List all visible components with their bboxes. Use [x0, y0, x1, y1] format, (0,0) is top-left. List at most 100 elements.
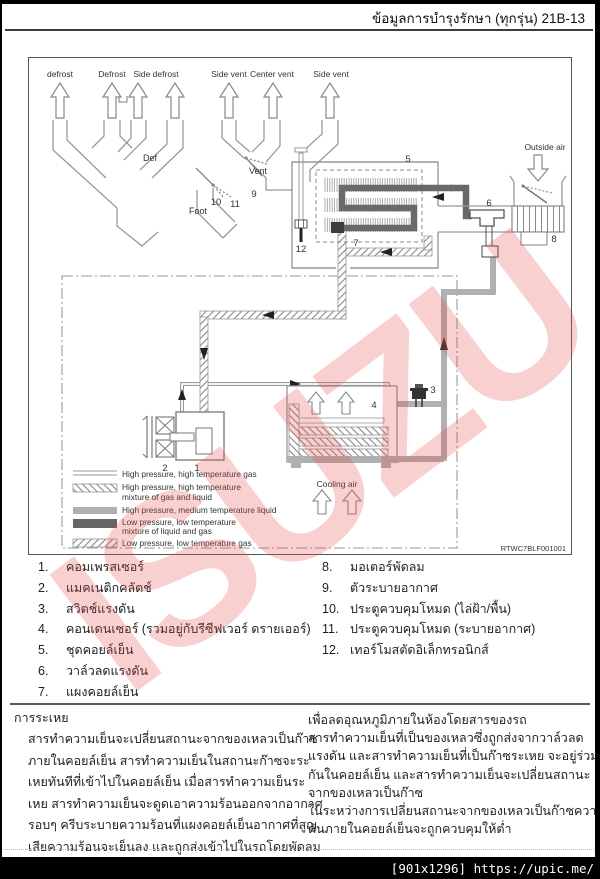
vent-label: Defrost	[98, 69, 126, 79]
section-heading: การระเหย	[14, 711, 69, 725]
list-item: 12.เทอร์โมสตัดอิเล็กทรอนิกส์	[322, 640, 588, 661]
part-label: ตัวระบายอากาศ	[350, 580, 438, 595]
paragraph-left: สารทำความเย็นจะเปลี่ยนสถานะจากของเหลวเป็…	[28, 729, 323, 859]
list-item: 7.แผงคอยล์เย็น	[38, 682, 322, 703]
page-title: ข้อมูลการบำรุงรักษา (ทุกรุ่น) 21B-13	[372, 11, 585, 26]
part-num: 2.	[38, 580, 49, 595]
list-item: 6.วาล์วลดแรงดัน	[38, 661, 322, 682]
header-rule	[5, 29, 593, 31]
arrow-up-icon	[101, 81, 122, 119]
hvac-diagram: defrost Defrost Side defrost Side vent C…	[47, 69, 567, 553]
part-label: มอเตอร์พัดลม	[350, 560, 425, 574]
text-line: เหยทันทีที่เข้าไปในคอยล์เย็น เมื่อสารทำค…	[28, 775, 306, 790]
part-number-9: 9	[251, 189, 256, 200]
part-label: สวิตช์แรงดัน	[66, 601, 135, 616]
receiver-drier	[288, 403, 299, 458]
text-line: จากของเหลวเป็นก๊าซ	[308, 785, 424, 800]
part-num: 10.	[322, 601, 340, 616]
parts-list-left: 1.คอมเพรสเซอร์ 2. แมคเนติกคลัตช์ 3. สวิตช์…	[38, 557, 322, 703]
part-number-7: 7	[353, 238, 358, 249]
cooling-air-label: Cooling air	[316, 479, 357, 489]
liquid-pipe	[396, 255, 496, 462]
arrow-up-icon	[164, 81, 185, 119]
thermostat	[294, 147, 307, 242]
low-pressure-mixture-pipe	[449, 184, 472, 219]
coil-end-fitting	[330, 221, 344, 233]
part-number-10: 10	[210, 197, 221, 208]
vent-duct-label: Vent	[248, 166, 267, 176]
legend-label: High pressure, high temperature gas	[122, 469, 257, 479]
airflow-arrow-icon	[341, 488, 362, 515]
list-item: 1.คอมเพรสเซอร์	[38, 557, 322, 578]
part-number-5: 5	[405, 154, 410, 165]
part-label: ประตูควบคุมโหมด (ระบายอากาศ)	[350, 622, 536, 637]
arrow-up-icon	[49, 81, 70, 119]
arrow-up-icon	[127, 81, 148, 119]
evaporator-dashed-box	[315, 169, 422, 242]
list-item: 4.คอนเดนเซอร์ (รวมอยู่กับรีซีฟเวอร์ ดราย…	[38, 619, 322, 640]
paragraph-right: เพื่อลดอุณหภูมิภายในห้องโดยสารของรถ สารท…	[308, 711, 600, 838]
flow-arrow-down-icon	[199, 347, 208, 360]
part-label: แผงคอยล์เย็น	[66, 684, 139, 699]
text-line: ดันภายในคอยล์เย็นจะถูกควบคุมให้ต่ำ	[308, 822, 512, 837]
vent-labels: defrost Defrost Side defrost Side vent C…	[47, 69, 349, 79]
thermostat-sensor	[294, 219, 307, 228]
part-label: แมคเนติกคลัตช์	[66, 580, 152, 595]
flow-arrow-left-icon	[379, 247, 392, 256]
damper-flap	[522, 184, 547, 204]
text-line: รอบๆ ครีบระบายความร้อนที่แผงคอยล์เย็นอาก…	[28, 818, 317, 833]
vent-label: Side vent	[211, 69, 247, 79]
legend-label: mixture of liquid and gas	[122, 526, 212, 536]
text-line: กันในคอยล์เย็น และสารทำความเย็นจะเปลี่ยน…	[308, 767, 591, 782]
part-num: 6.	[38, 663, 49, 678]
list-item: 8.มอเตอร์พัดลม	[322, 557, 588, 578]
part-number-1: 1	[194, 463, 199, 474]
list-item: 11. ประตูควบคุมโหมด (ระบายอากาศ)	[322, 619, 588, 640]
text-line: สารทำความเย็นจะเปลี่ยนสถานะจากของเหลวเป็…	[28, 732, 318, 746]
list-item: 10.ประตูควบคุมโหมด (ไล่ฝ้า/พื้น)	[322, 599, 588, 620]
vent-label: Side vent	[313, 69, 349, 79]
text-line: แรงดัน และสารทำความเย็นที่เป็นก๊าซระเหย …	[308, 749, 599, 764]
section-divider	[10, 703, 590, 705]
vent-duct-lines	[51, 95, 339, 247]
part-number-3: 3	[430, 385, 435, 396]
footer-caption: [901x1296] https://upic.me/	[390, 860, 594, 876]
legend-swatch-hatch-forward	[72, 483, 117, 492]
part-num: 3.	[38, 601, 49, 616]
page-bottom-edge	[0, 849, 600, 850]
compressor	[142, 410, 225, 461]
vent-label: Center vent	[250, 69, 295, 79]
airflow-arrow-icon	[311, 488, 332, 515]
airflow-arrow-icon	[306, 390, 325, 415]
suction-pipe	[199, 230, 432, 414]
arrow-up-icon	[218, 81, 239, 119]
flow-arrow-left-icon	[431, 192, 444, 201]
list-item: 5.ชุดคอยล์เย็น	[38, 640, 322, 661]
part-numbers: 1 2 3 4 5 6 7 8 9 10 11 12	[162, 154, 556, 474]
text-line: เหย สารทำความเย็นจะดูดเอาความร้อนออกจากอ…	[28, 796, 323, 811]
legend-swatch-medium-gray	[72, 506, 117, 514]
arrow-up-icon	[262, 81, 283, 119]
text-line: เพื่อลดอุณหภูมิภายในห้องโดยสารของรถ	[308, 713, 527, 727]
legend-label: High pressure, medium temperature liquid	[122, 505, 277, 515]
part-num: 5.	[38, 643, 49, 658]
part-number-11: 11	[230, 199, 240, 210]
part-num: 11.	[322, 622, 339, 637]
part-num: 1.	[38, 560, 49, 574]
cooling-air	[311, 488, 362, 515]
legend-label: Low pressure, low temperature gas	[122, 538, 252, 548]
diagram-labels: Def Vent Foot Outside air Cooling air	[142, 142, 565, 489]
flow-arrow-up-icon	[439, 336, 448, 350]
legend-swatch-hatch-back	[72, 538, 117, 547]
part-number-2: 2	[162, 463, 167, 474]
list-item: 2. แมคเนติกคลัตช์	[38, 578, 322, 599]
outside-air-label: Outside air	[524, 142, 565, 152]
vent-arrows	[49, 81, 340, 119]
evaporator	[315, 169, 452, 242]
condenser	[285, 384, 399, 468]
part-num: 4.	[38, 622, 49, 637]
arrow-up-icon	[319, 81, 340, 119]
flow-arrow-up-icon	[177, 388, 186, 400]
vent-label: defrost	[47, 69, 74, 79]
